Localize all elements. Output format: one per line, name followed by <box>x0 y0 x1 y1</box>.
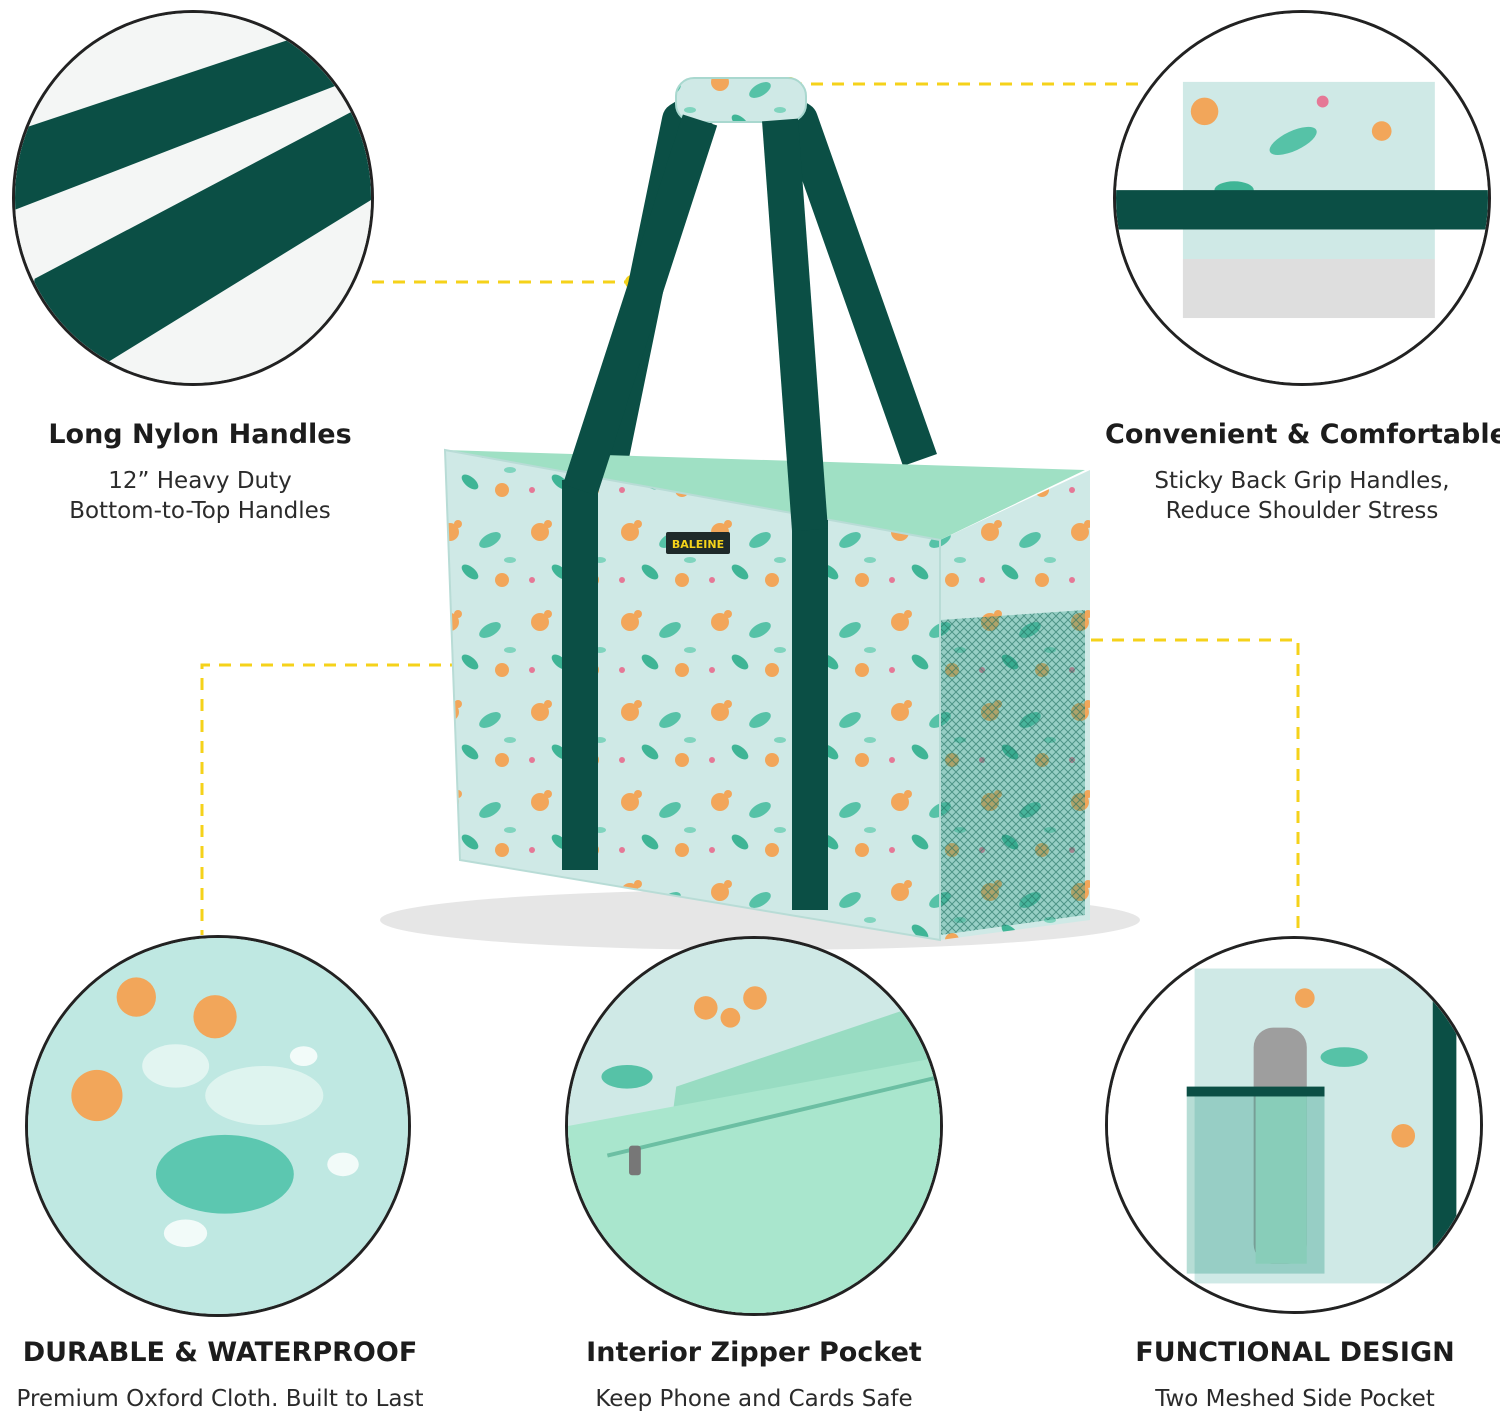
feature-comfort-desc-1: Sticky Back Grip Handles, <box>1154 468 1450 494</box>
feature-zipper-title: Interior Zipper Pocket <box>586 1337 922 1368</box>
handles-detail-circle <box>12 10 374 386</box>
grip-detail-circle <box>1113 10 1491 386</box>
feature-waterproof: DURABLE & WATERPROOF Premium Oxford Clot… <box>0 1336 440 1414</box>
feature-handles-desc-2: Bottom-to-Top Handles <box>69 498 331 524</box>
feature-comfort: Convenient & Comfortable Sticky Back Gri… <box>1105 418 1500 526</box>
feature-design-title: FUNCTIONAL DESIGN <box>1135 1337 1455 1368</box>
feature-design: FUNCTIONAL DESIGN Two Meshed Side Pocket <box>1095 1336 1495 1414</box>
feature-design-desc: Two Meshed Side Pocket <box>1155 1386 1435 1412</box>
feature-comfort-desc-2: Reduce Shoulder Stress <box>1165 498 1439 524</box>
side-pocket-detail-circle <box>1105 936 1483 1314</box>
feature-waterproof-title: DURABLE & WATERPROOF <box>22 1337 418 1368</box>
feature-handles: Long Nylon Handles 12” Heavy Duty Bottom… <box>20 418 380 526</box>
zipper-detail-circle <box>565 936 943 1316</box>
feature-handles-title: Long Nylon Handles <box>48 419 352 450</box>
waterproof-detail-circle <box>25 935 411 1317</box>
feature-waterproof-desc: Premium Oxford Cloth. Built to Last <box>16 1386 424 1412</box>
feature-zipper: Interior Zipper Pocket Keep Phone and Ca… <box>554 1336 954 1414</box>
feature-handles-desc-1: 12” Heavy Duty <box>108 468 292 494</box>
feature-zipper-desc: Keep Phone and Cards Safe <box>595 1386 913 1412</box>
tote-bag-illustration: BALEINE <box>340 60 1140 960</box>
feature-comfort-title: Convenient & Comfortable <box>1105 419 1500 450</box>
brand-label: BALEINE <box>672 538 724 551</box>
